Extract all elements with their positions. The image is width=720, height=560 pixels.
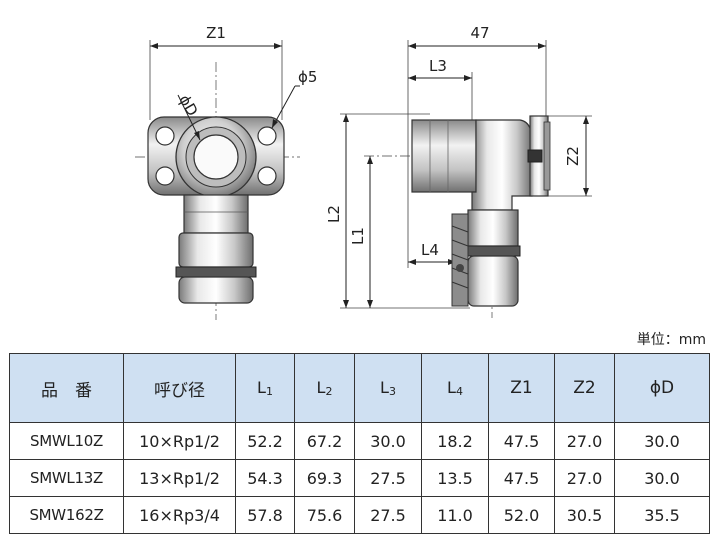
bolt-hole (257, 166, 277, 186)
spec-table: 品 番 呼び径 L1 L2 L3 L4 Z1 Z2 ϕD SMWL10Z 10×… (9, 353, 710, 534)
header-nominal-size: 呼び径 (123, 353, 236, 423)
lower-end (467, 255, 519, 307)
cell-l4: 11.0 (421, 496, 489, 534)
elbow-body (471, 119, 533, 211)
l3-label: L3 (429, 57, 447, 75)
cell-z2: 27.0 (554, 459, 615, 497)
bolt-hole (155, 126, 175, 146)
cutaway-section (451, 213, 469, 307)
l4-label: L4 (421, 241, 439, 259)
bolt-hole (257, 126, 277, 146)
cell-phi-d: 35.5 (614, 496, 710, 534)
header-l1: L1 (235, 353, 295, 423)
header-l2: L2 (294, 353, 355, 423)
push-fit-sleeve (178, 232, 254, 268)
phi-5-label: ϕ5 (298, 68, 317, 86)
l1-label: L1 (349, 227, 367, 245)
table-row: SMWL13Z 13×Rp1/2 54.3 69.3 27.5 13.5 47.… (9, 459, 710, 497)
threaded-body (411, 119, 477, 193)
cell-l2: 67.2 (294, 422, 355, 460)
header-l3: L3 (354, 353, 422, 423)
cell-l3: 27.5 (354, 459, 422, 497)
z2-label: Z2 (564, 146, 582, 166)
header-z2: Z2 (554, 353, 615, 423)
side-view: 47 L3 L2 L1 L4 Z2 (325, 24, 592, 318)
cell-phi-d: 30.0 (614, 459, 710, 497)
header-phi-d: ϕD (614, 353, 710, 423)
header-l4: L4 (421, 353, 489, 423)
cell-l1: 52.2 (235, 422, 295, 460)
cell-l1: 54.3 (235, 459, 295, 497)
cell-phi-d: 30.0 (614, 422, 710, 460)
cell-nominal-size: 13×Rp1/2 (123, 459, 236, 497)
cell-l2: 75.6 (294, 496, 355, 534)
technical-drawing: Z1 ϕD ϕ5 (135, 24, 592, 320)
cell-l4: 13.5 (421, 459, 489, 497)
phi-d-label: ϕD (175, 92, 201, 120)
table-header-row: 品 番 呼び径 L1 L2 L3 L4 Z1 Z2 ϕD (9, 353, 710, 423)
bore (193, 134, 239, 180)
sleeve-band (175, 266, 257, 278)
l2-label: L2 (325, 205, 343, 223)
cell-nominal-size: 10×Rp1/2 (123, 422, 236, 460)
front-view: Z1 ϕD ϕ5 (135, 24, 317, 320)
cell-nominal-size: 16×Rp3/4 (123, 496, 236, 534)
table-row: SMWL10Z 10×Rp1/2 52.2 67.2 30.0 18.2 47.… (9, 422, 710, 460)
cell-model: SMWL13Z (9, 459, 124, 497)
cell-z2: 30.5 (554, 496, 615, 534)
z1-label: Z1 (206, 24, 226, 42)
dim-47-label: 47 (470, 24, 489, 42)
header-model: 品 番 (9, 353, 124, 423)
table-row: SMW162Z 16×Rp3/4 57.8 75.6 27.5 11.0 52.… (9, 496, 710, 534)
header-z1: Z1 (488, 353, 555, 423)
unit-label: 単位：mm (636, 332, 706, 348)
cell-l1: 57.8 (235, 496, 295, 534)
cell-l3: 27.5 (354, 496, 422, 534)
cell-l4: 18.2 (421, 422, 489, 460)
cell-z1: 47.5 (488, 459, 555, 497)
cell-z2: 27.0 (554, 422, 615, 460)
fitting-neck (183, 194, 249, 234)
cell-z1: 47.5 (488, 422, 555, 460)
cell-z1: 52.0 (488, 496, 555, 534)
cell-model: SMW162Z (9, 496, 124, 534)
cell-l3: 30.0 (354, 422, 422, 460)
bolt-hole (155, 166, 175, 186)
cell-l2: 69.3 (294, 459, 355, 497)
push-fit-end (178, 276, 254, 304)
cell-model: SMWL10Z (9, 422, 124, 460)
lower-sleeve (467, 209, 519, 247)
